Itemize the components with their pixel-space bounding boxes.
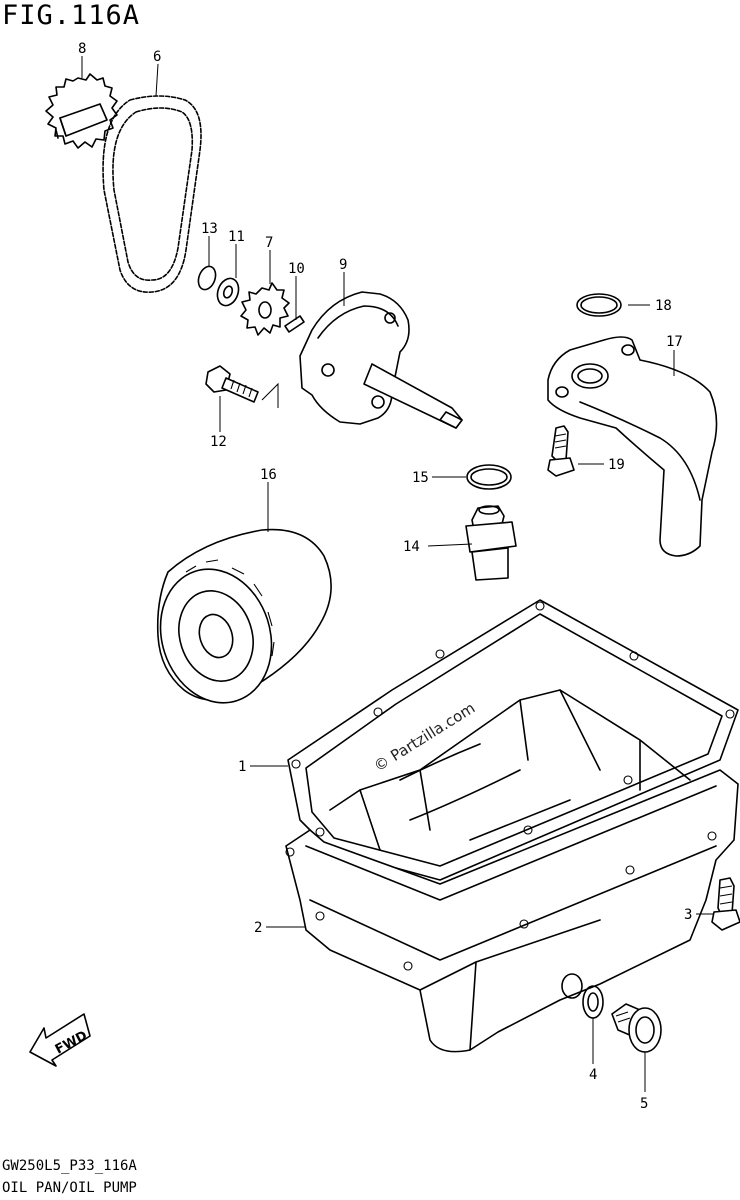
fwd-arrow-icon: FWD — [29, 1013, 91, 1067]
callout-16: 16 — [260, 467, 277, 483]
callout-10: 10 — [288, 261, 305, 277]
callout-2: 2 — [254, 920, 262, 936]
part-13-ring[interactable] — [195, 264, 218, 292]
part-3-bolt[interactable] — [711, 877, 740, 931]
callout-12: 12 — [210, 434, 227, 450]
callout-11: 11 — [228, 229, 245, 245]
part-6-chain[interactable] — [102, 95, 202, 293]
callout-4: 4 — [589, 1067, 597, 1083]
callout-7: 7 — [265, 235, 273, 251]
part-18-o-ring[interactable] — [576, 293, 622, 317]
callout-9: 9 — [339, 257, 347, 273]
part-10-pin[interactable] — [284, 315, 305, 333]
part-19-bolt[interactable] — [547, 425, 575, 477]
part-4-washer[interactable] — [582, 985, 604, 1019]
part-9-oil-pump[interactable] — [299, 291, 463, 429]
part-2-oil-pan[interactable] — [285, 689, 739, 1053]
part-15-o-ring[interactable] — [466, 464, 512, 490]
callout-17: 17 — [666, 334, 683, 350]
callout-15: 15 — [412, 470, 429, 486]
callout-13: 13 — [201, 221, 218, 237]
part-16-oil-filter[interactable] — [144, 528, 332, 718]
part-11-washer[interactable] — [214, 275, 242, 308]
callout-19: 19 — [608, 457, 625, 473]
callout-8: 8 — [78, 41, 86, 57]
leader-lines — [81, 56, 714, 1092]
figure-code: GW250L5_P33_116A — [2, 1158, 137, 1174]
callout-6: 6 — [153, 49, 161, 65]
callout-14: 14 — [403, 539, 420, 555]
part-14-pressure-switch[interactable] — [465, 505, 517, 581]
callout-18: 18 — [655, 298, 672, 314]
callout-numbers: 8 6 13 11 7 10 9 12 16 18 17 19 15 14 1 … — [78, 41, 692, 1112]
part-7-gear[interactable] — [240, 282, 290, 336]
callout-1: 1 — [238, 759, 246, 775]
part-12-bolt[interactable] — [205, 365, 279, 408]
part-17-strainer-pipe[interactable] — [547, 336, 718, 557]
callout-5: 5 — [640, 1096, 648, 1112]
part-5-drain-plug[interactable] — [611, 1003, 662, 1053]
figure-title: FIG.116A — [2, 0, 141, 31]
callout-3: 3 — [684, 907, 692, 923]
part-8-sprocket[interactable] — [45, 73, 118, 149]
figure-subtitle: OIL PAN/OIL PUMP — [2, 1180, 137, 1196]
